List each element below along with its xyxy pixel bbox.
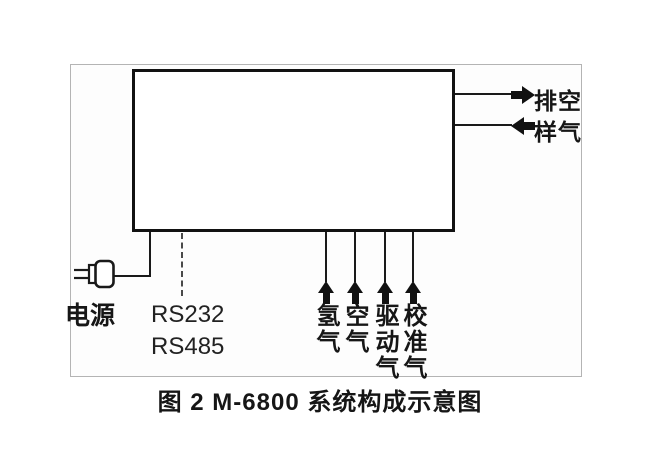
arrow-stem — [511, 91, 522, 99]
arrow-head — [377, 281, 393, 293]
arrow-stem — [524, 122, 535, 130]
arrow-up-icon — [377, 281, 393, 304]
arrow-right-icon — [511, 86, 535, 104]
sample-gas-label: 样气 — [534, 119, 582, 145]
calibration-gas-label: 校准气 — [399, 303, 426, 381]
exhaust-line — [455, 93, 514, 95]
arrow-stem — [322, 293, 330, 304]
arrow-head — [347, 281, 363, 293]
analyzer-main-box — [132, 69, 455, 232]
drive-gas-line — [384, 232, 386, 282]
rs232-label: RS232 — [151, 301, 225, 328]
arrow-head — [405, 281, 421, 293]
power-label: 电源 — [65, 302, 116, 330]
arrow-up-icon — [318, 281, 334, 304]
hydrogen-label: 氢气 — [312, 303, 339, 355]
arrow-head — [511, 117, 524, 135]
arrow-stem — [381, 293, 389, 304]
arrow-up-icon — [405, 281, 421, 304]
air-label: 空气 — [341, 303, 368, 355]
power-wire-vertical — [149, 232, 151, 277]
sample-gas-line — [455, 124, 512, 126]
calibration-gas-line — [412, 232, 414, 282]
arrow-head — [522, 86, 535, 104]
arrow-stem — [351, 293, 359, 304]
arrow-up-icon — [347, 281, 363, 304]
comm-dashed-line — [181, 233, 183, 296]
arrow-head — [318, 281, 334, 293]
rs485-label: RS485 — [151, 333, 225, 360]
power-plug-icon — [72, 257, 116, 295]
power-wire-horizontal — [113, 275, 151, 277]
hydrogen-line — [325, 232, 327, 282]
exhaust-label: 排空 — [534, 88, 582, 114]
arrow-stem — [409, 293, 417, 304]
drive-gas-label: 驱动气 — [371, 303, 398, 381]
air-line — [354, 232, 356, 282]
arrow-left-icon — [511, 117, 535, 135]
figure-caption: 图 2 M-6800 系统构成示意图 — [157, 389, 483, 416]
